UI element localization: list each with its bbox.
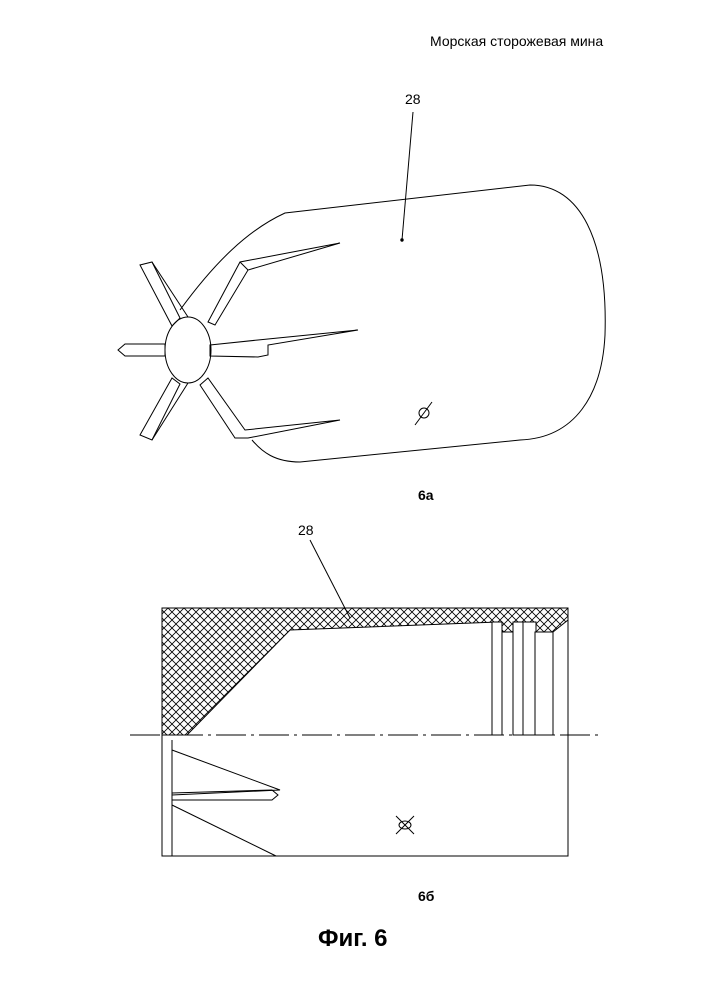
sensor-symbol-b [396, 816, 414, 834]
nose-ellipse [165, 317, 211, 383]
figure-6b-drawing [130, 540, 603, 856]
sensor-symbol-a [415, 402, 432, 425]
reference-number-28-a: 28 [405, 91, 421, 107]
fin-lower-right [200, 378, 340, 438]
hatched-wall [162, 608, 568, 735]
figure-6a-drawing [118, 112, 605, 462]
reference-number-28-b: 28 [298, 522, 314, 538]
figure-title: Фиг. 6 [318, 925, 388, 953]
caption-6a: 6а [418, 487, 434, 503]
rib-2 [513, 622, 523, 735]
fin-section [172, 750, 280, 795]
fin-upper-left [140, 262, 180, 326]
fin-left [118, 344, 165, 356]
rib-3 [535, 632, 553, 735]
caption-6b: 6б [418, 888, 434, 904]
cylinder-body [180, 185, 605, 462]
rib-1 [492, 622, 502, 735]
fin-upper-right [208, 243, 340, 325]
fin-lower-left [140, 378, 180, 440]
leader-line-28a [402, 112, 413, 240]
leader-line-28b [310, 540, 350, 618]
fin-right [210, 330, 358, 357]
